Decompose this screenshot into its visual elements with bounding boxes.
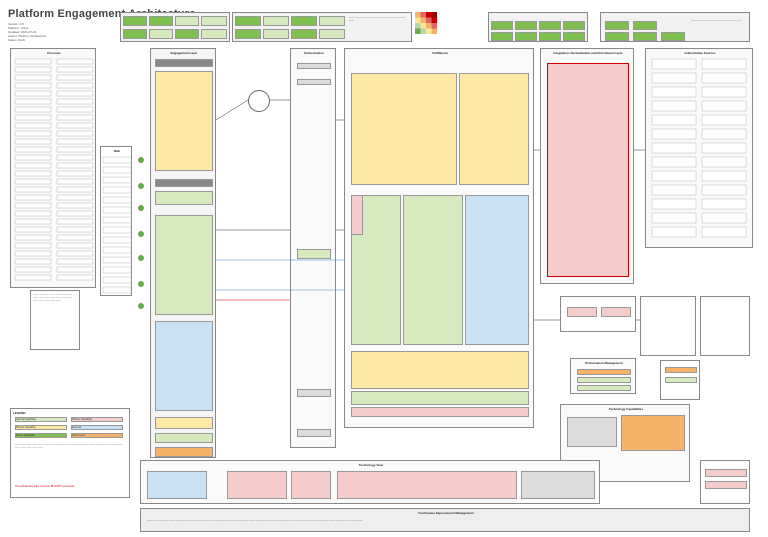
monitoring-panel <box>640 296 696 356</box>
fulfillment-label: Fulfillment <box>432 51 448 55</box>
legend-item: Shared Capability <box>15 425 67 430</box>
technology-view: Technology View <box>140 460 600 504</box>
legend-item: Internal Capability <box>15 417 67 422</box>
orchestration-label: Orchestration <box>304 51 324 55</box>
authoritative-sources-label: Authoritative Sources <box>684 51 716 55</box>
meta-line: Author: Platform Architecture <box>8 34 47 38</box>
top-banner-left <box>120 12 230 42</box>
continuous-improvement-bar: Continuous Improvement Management —— —— … <box>140 508 750 532</box>
top-banner-right2: —— —— —— —— —— —— —— —— —— <box>600 12 750 42</box>
technology-view-label: Technology View <box>358 463 384 467</box>
personas-panel: Personas <box>10 48 96 288</box>
technology-capabilities: Technology Capabilities <box>560 404 690 482</box>
channel-icons-column <box>134 146 148 316</box>
top-banner-right1 <box>488 12 588 42</box>
metadata-block: Version: 0.8 Platform: Cisco Updated: 20… <box>8 22 88 42</box>
persona-detail-box: —— —— —— —— —— —— —— —— —— —— —— —— —— —… <box>30 290 80 350</box>
integration-layer-label: Integration, Normalization and Enrichmen… <box>553 51 623 55</box>
capability-side-box <box>660 360 700 400</box>
meta-line: Status: Draft <box>8 38 25 42</box>
right-footer-box <box>700 460 750 504</box>
meta-line: Platform: Cisco <box>8 26 29 30</box>
heatmap-icon <box>415 12 437 34</box>
headset-icon <box>248 90 270 112</box>
operations-management <box>560 296 636 332</box>
integration-layer: Integration, Normalization and Enrichmen… <box>540 48 634 284</box>
legend-panel: LEGEND Internal Capability Partner Capab… <box>10 408 130 498</box>
meta-line: Updated: 2021-07-15 <box>8 30 37 34</box>
legend-label: LEGEND <box>13 411 26 415</box>
meta-line: Version: 0.8 <box>8 22 24 26</box>
top-banner-center: —— —— —— —— —— —— —— —— —— —— —— <box>232 12 412 42</box>
fulfillment-panel: Fulfillment <box>344 48 534 428</box>
technology-stack-panel <box>700 296 750 356</box>
continuous-improvement-label: Continuous Improvement Management <box>418 511 474 515</box>
technology-capabilities-label: Technology Capabilities <box>608 407 644 411</box>
engagement-layer-label: Engagement Layer <box>170 51 198 55</box>
channels-panel: Web <box>100 146 132 296</box>
legend-item: Partner Capability <box>71 417 123 422</box>
orchestration-column: Orchestration <box>290 48 336 448</box>
performance-management-box: Performance Management <box>570 358 636 394</box>
engagement-layer: Engagement Layer <box>150 48 216 458</box>
authoritative-sources: Authoritative Sources <box>645 48 753 248</box>
legend-item: Deprecated <box>71 433 123 438</box>
legend-note: The architecture does not cover BUCS/ITS… <box>15 485 75 488</box>
legend-item: External <box>71 425 123 430</box>
performance-management-label: Performance Management <box>585 361 623 365</box>
legend-item: Future Capability <box>15 433 67 438</box>
